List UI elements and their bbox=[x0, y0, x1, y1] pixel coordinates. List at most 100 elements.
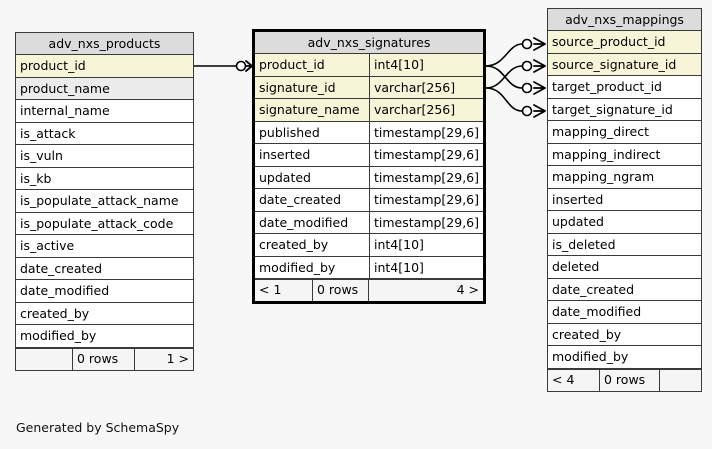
column-type: int4[10] bbox=[369, 256, 483, 278]
column-type: int4[10] bbox=[369, 54, 483, 76]
table-row[interactable]: is_deleted bbox=[548, 233, 701, 256]
table-row[interactable]: target_product_id bbox=[548, 76, 701, 99]
relationship-products-to-signatures bbox=[194, 60, 253, 72]
table-row[interactable]: mapping_indirect bbox=[548, 143, 701, 166]
table-row[interactable]: modified_by bbox=[548, 346, 701, 369]
table-adv-nxs-signatures[interactable]: adv_nxs_signatures product_id int4[10] s… bbox=[252, 29, 486, 304]
table-row[interactable]: is_kb bbox=[16, 167, 193, 190]
table-row[interactable]: signature_id varchar[256] bbox=[255, 76, 483, 99]
footer-next-link[interactable]: 1 > bbox=[135, 348, 193, 370]
footer-row-count: 0 rows bbox=[313, 280, 369, 301]
column-name: is_populate_attack_name bbox=[20, 193, 179, 208]
column-name: is_populate_attack_code bbox=[20, 215, 174, 231]
column-name: date_modified bbox=[20, 283, 110, 298]
table-title: adv_nxs_mappings bbox=[548, 9, 701, 31]
table-row[interactable]: signature_name varchar[256] bbox=[255, 99, 483, 122]
table-row[interactable]: is_vuln bbox=[16, 145, 193, 168]
column-name: published bbox=[259, 124, 320, 140]
table-row[interactable]: date_created bbox=[16, 257, 193, 280]
table-row[interactable]: date_modified bbox=[16, 280, 193, 303]
column-name: modified_by bbox=[552, 349, 629, 364]
table-row[interactable]: published timestamp[29,6] bbox=[255, 121, 483, 144]
column-type: varchar[256] bbox=[369, 99, 483, 121]
column-name: deleted bbox=[552, 259, 600, 274]
table-row[interactable]: is_active bbox=[16, 235, 193, 258]
column-name: internal_name bbox=[20, 103, 110, 118]
footer-row-count: 0 rows bbox=[73, 348, 135, 370]
column-type: timestamp[29,6] bbox=[369, 166, 483, 188]
relationship-signatures-product-to-source-product bbox=[485, 37, 546, 67]
column-name: date_created bbox=[259, 192, 342, 207]
footer-next-link[interactable]: 4 > bbox=[369, 280, 483, 301]
table-row[interactable]: product_name bbox=[16, 77, 193, 100]
column-name: is_vuln bbox=[20, 148, 63, 163]
column-type: varchar[256] bbox=[369, 76, 483, 98]
table-row[interactable]: created_by int4[10] bbox=[255, 234, 483, 257]
column-name: mapping_ngram bbox=[552, 169, 655, 184]
column-type: timestamp[29,6] bbox=[369, 144, 483, 166]
table-footer: < 4 0 rows bbox=[548, 368, 701, 391]
column-type: timestamp[29,6] bbox=[369, 189, 483, 211]
column-name: date_modified bbox=[259, 214, 349, 230]
column-name: source_signature_id bbox=[552, 56, 677, 72]
table-row[interactable]: date_created timestamp[29,6] bbox=[255, 189, 483, 212]
relationship-signatures-signature-to-target-signature bbox=[485, 87, 546, 118]
relationship-signatures-signature-to-source-signature bbox=[485, 59, 546, 89]
table-row[interactable]: date_created bbox=[548, 278, 701, 301]
table-row[interactable]: source_product_id bbox=[548, 31, 701, 54]
table-row[interactable]: source_signature_id bbox=[548, 53, 701, 76]
column-name: date_modified bbox=[552, 304, 642, 319]
column-name: created_by bbox=[259, 237, 329, 252]
generated-by-caption: Generated by SchemaSpy bbox=[16, 420, 180, 435]
column-name: signature_id bbox=[259, 79, 336, 95]
table-row[interactable]: target_signature_id bbox=[548, 98, 701, 121]
table-row[interactable]: mapping_ngram bbox=[548, 166, 701, 189]
table-row[interactable]: date_modified bbox=[548, 301, 701, 324]
table-adv-nxs-mappings[interactable]: adv_nxs_mappings source_product_id sourc… bbox=[547, 8, 702, 392]
column-name: is_active bbox=[20, 238, 75, 253]
relationship-signatures-product-to-target-product bbox=[485, 65, 546, 95]
table-row[interactable]: is_attack bbox=[16, 122, 193, 145]
table-row[interactable]: mapping_direct bbox=[548, 121, 701, 144]
column-name: mapping_indirect bbox=[552, 146, 661, 162]
table-row[interactable]: product_id bbox=[16, 55, 193, 78]
column-name: is_attack bbox=[20, 125, 76, 141]
table-row[interactable]: updated timestamp[29,6] bbox=[255, 166, 483, 189]
table-footer: < 1 0 rows 4 > bbox=[255, 279, 483, 301]
column-name: source_product_id bbox=[552, 34, 666, 49]
column-name: product_id bbox=[259, 57, 325, 72]
column-name: modified_by bbox=[20, 328, 97, 343]
column-name: signature_name bbox=[259, 102, 360, 117]
table-row[interactable]: created_by bbox=[16, 302, 193, 325]
table-title: adv_nxs_products bbox=[16, 33, 193, 55]
table-row[interactable]: updated bbox=[548, 211, 701, 234]
footer-prev-link[interactable]: < 1 bbox=[255, 280, 313, 301]
footer-next-link[interactable] bbox=[660, 369, 701, 391]
table-row[interactable]: deleted bbox=[548, 256, 701, 279]
table-row[interactable]: product_id int4[10] bbox=[255, 54, 483, 77]
table-row[interactable]: is_populate_attack_name bbox=[16, 190, 193, 213]
column-name: date_created bbox=[552, 281, 635, 297]
column-name: inserted bbox=[259, 147, 311, 162]
column-name: target_signature_id bbox=[552, 101, 673, 117]
footer-prev-link[interactable]: < 4 bbox=[548, 369, 600, 391]
table-row[interactable]: inserted timestamp[29,6] bbox=[255, 144, 483, 167]
column-name: target_product_id bbox=[552, 79, 662, 94]
table-row[interactable]: internal_name bbox=[16, 100, 193, 123]
column-name: date_created bbox=[20, 260, 103, 276]
table-row[interactable]: created_by bbox=[548, 323, 701, 346]
table-row[interactable]: inserted bbox=[548, 188, 701, 211]
column-type: timestamp[29,6] bbox=[369, 121, 483, 143]
table-row[interactable]: modified_by bbox=[16, 325, 193, 348]
footer-row-count: 0 rows bbox=[600, 369, 660, 391]
column-name: product_id bbox=[20, 58, 86, 73]
column-name: created_by bbox=[20, 305, 90, 321]
table-title: adv_nxs_signatures bbox=[255, 32, 483, 54]
table-row[interactable]: date_modified timestamp[29,6] bbox=[255, 211, 483, 234]
table-row[interactable]: modified_by int4[10] bbox=[255, 256, 483, 279]
table-row[interactable]: is_populate_attack_code bbox=[16, 212, 193, 235]
table-adv-nxs-products[interactable]: adv_nxs_products product_id product_name… bbox=[15, 32, 194, 371]
column-name: is_deleted bbox=[552, 236, 616, 252]
column-name: is_kb bbox=[20, 170, 52, 186]
footer-prev-link[interactable] bbox=[16, 348, 73, 370]
